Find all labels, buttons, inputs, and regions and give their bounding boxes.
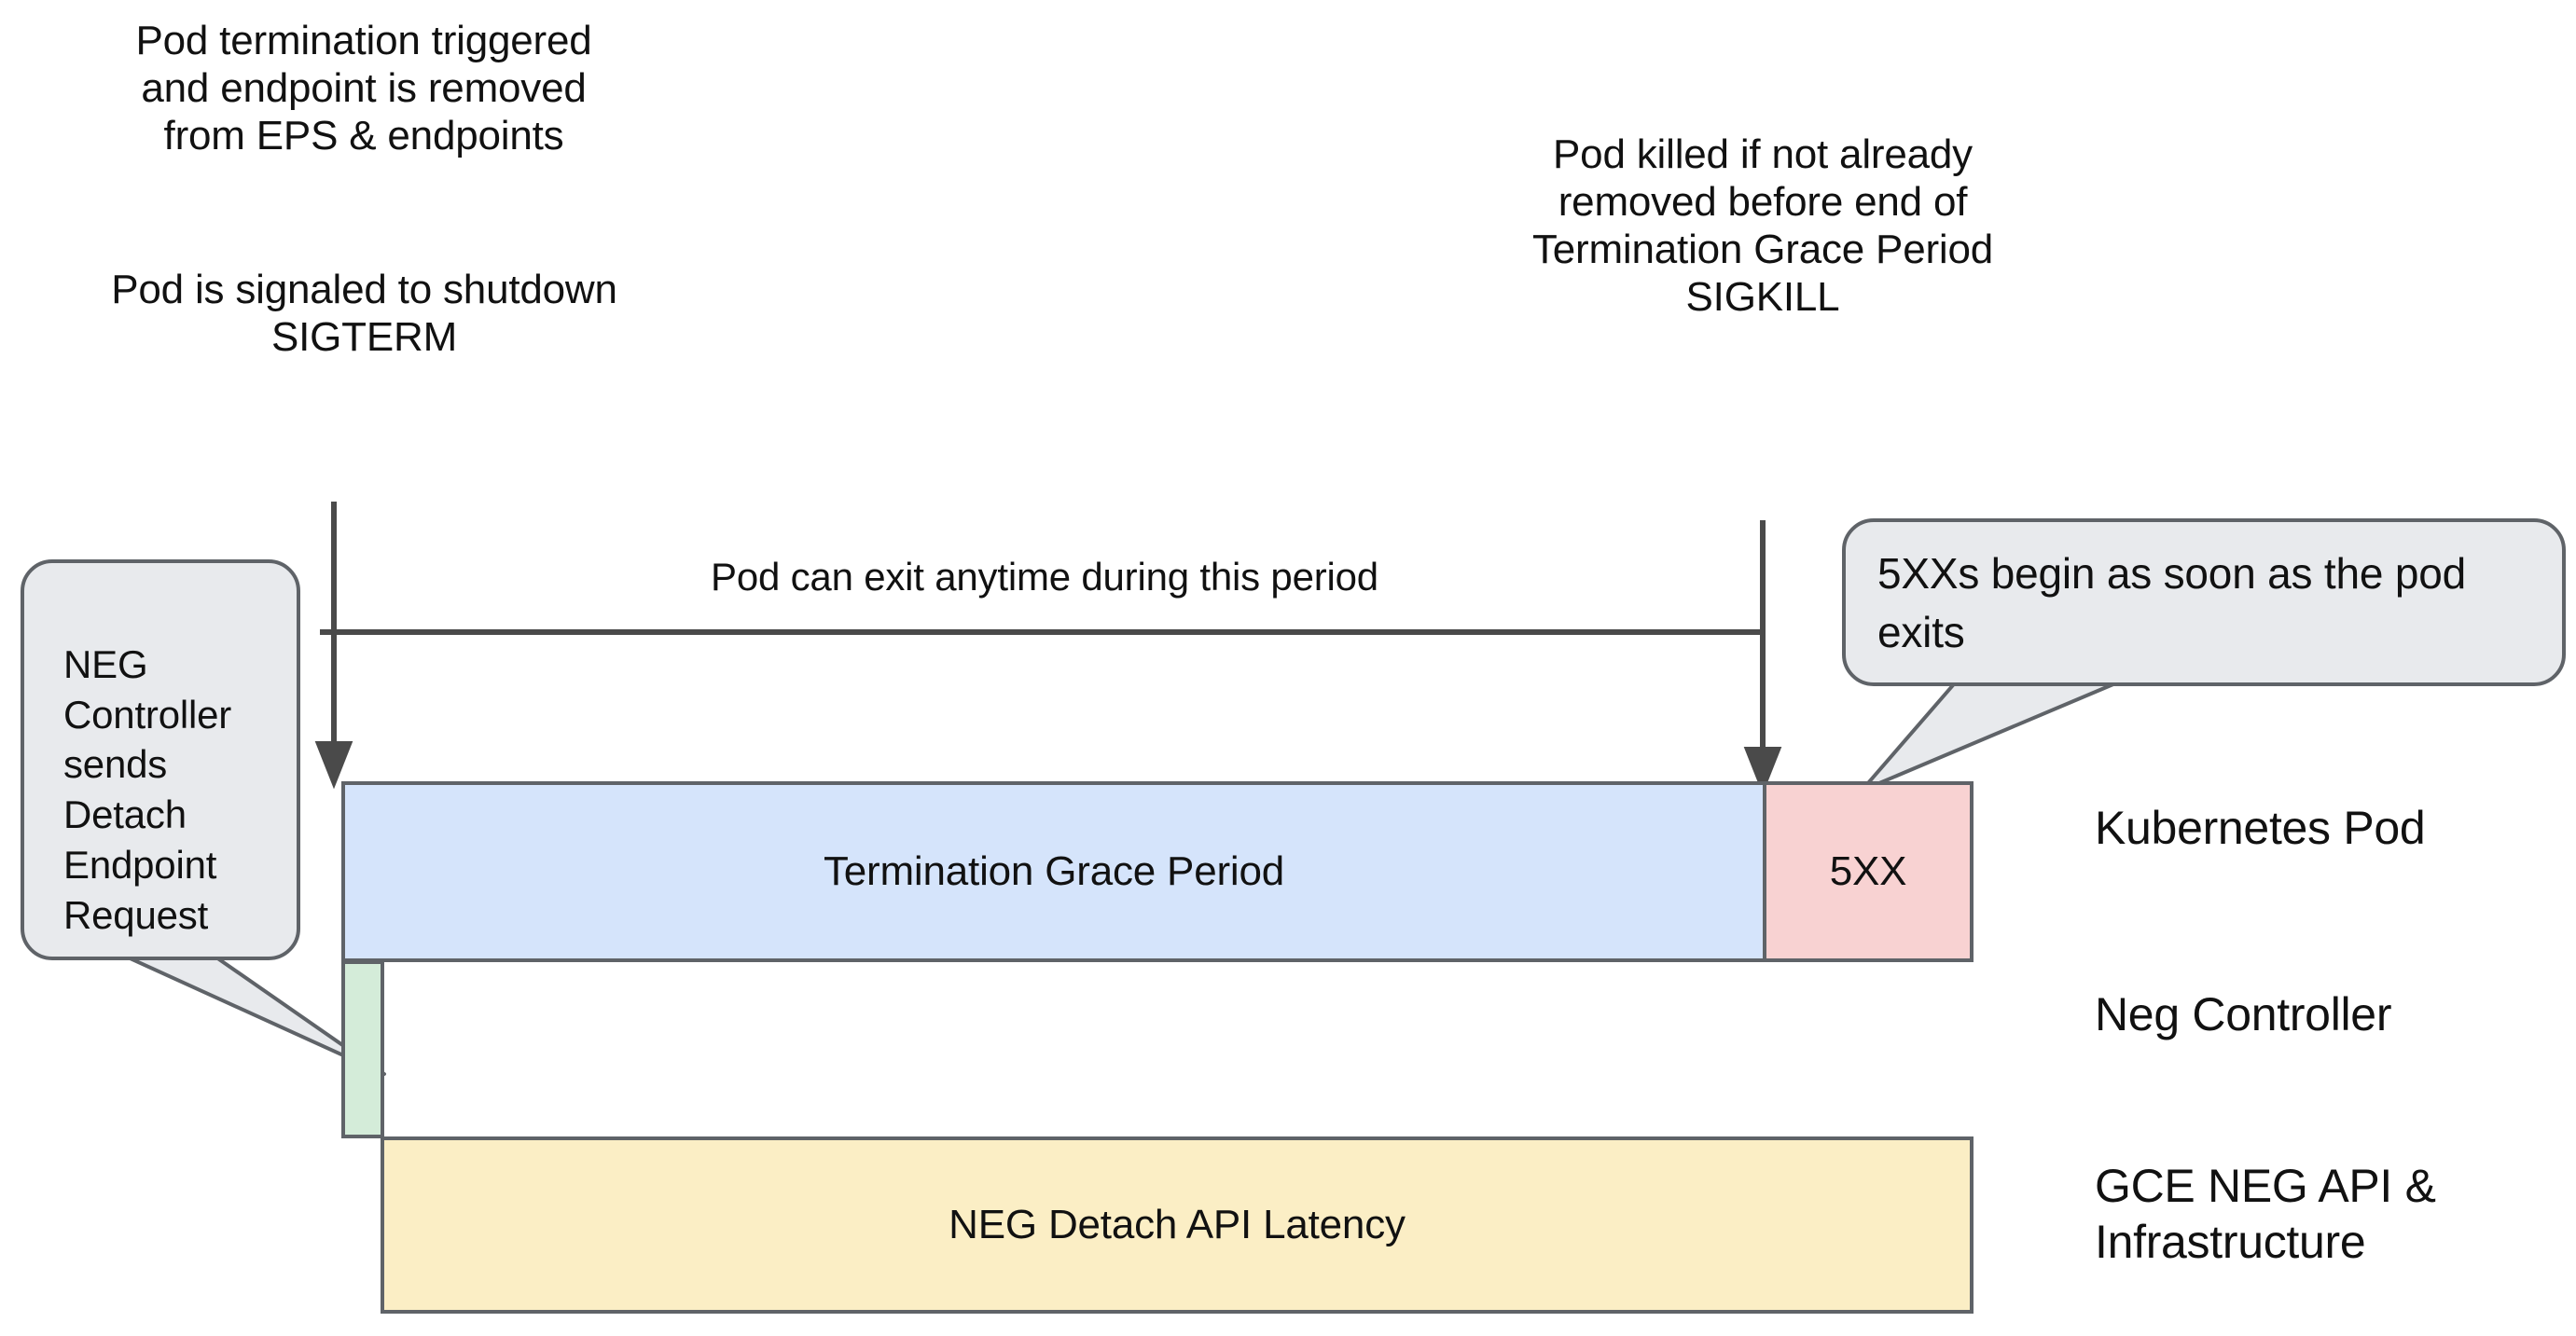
bar-neg-controller-detach[interactable] <box>341 960 384 1138</box>
callout-five-xx[interactable]: 5XXs begin as soon as the pod exits <box>1842 518 2566 686</box>
bar-neg-detach-api-latency[interactable]: NEG Detach API Latency <box>381 1136 1974 1314</box>
note-pod-termination-triggered: Pod termination triggered and endpoint i… <box>135 18 592 159</box>
lane-label-kubernetes-pod: Kubernetes Pod <box>2095 802 2426 854</box>
lane-label-gce-neg-api: GCE NEG API & Infrastructure <box>2095 1160 2436 1268</box>
callout-neg-controller[interactable]: NEG Controller sends Detach Endpoint Req… <box>21 559 300 960</box>
span-caption-pod-can-exit: Pod can exit anytime during this period <box>711 555 1378 599</box>
note-pod-signaled-shutdown: Pod is signaled to shutdown SIGTERM <box>111 267 617 361</box>
callout-neg-controller-text: NEG Controller sends Detach Endpoint Req… <box>63 641 232 937</box>
bar-termination-grace-period[interactable]: Termination Grace Period <box>341 781 1766 962</box>
bar-5xx[interactable]: 5XX <box>1763 781 1974 962</box>
bar-neg-detach-api-latency-label: NEG Detach API Latency <box>949 1202 1406 1247</box>
bubble-tail-five-xx <box>1860 677 2128 792</box>
lane-label-neg-controller: Neg Controller <box>2095 988 2392 1040</box>
note-pod-killed-sigkill: Pod killed if not already removed before… <box>1531 131 1994 321</box>
callout-five-xx-text: 5XXs begin as soon as the pod exits <box>1877 549 2466 656</box>
bar-5xx-label: 5XX <box>1829 848 1907 894</box>
bar-termination-grace-period-label: Termination Grace Period <box>823 848 1285 894</box>
